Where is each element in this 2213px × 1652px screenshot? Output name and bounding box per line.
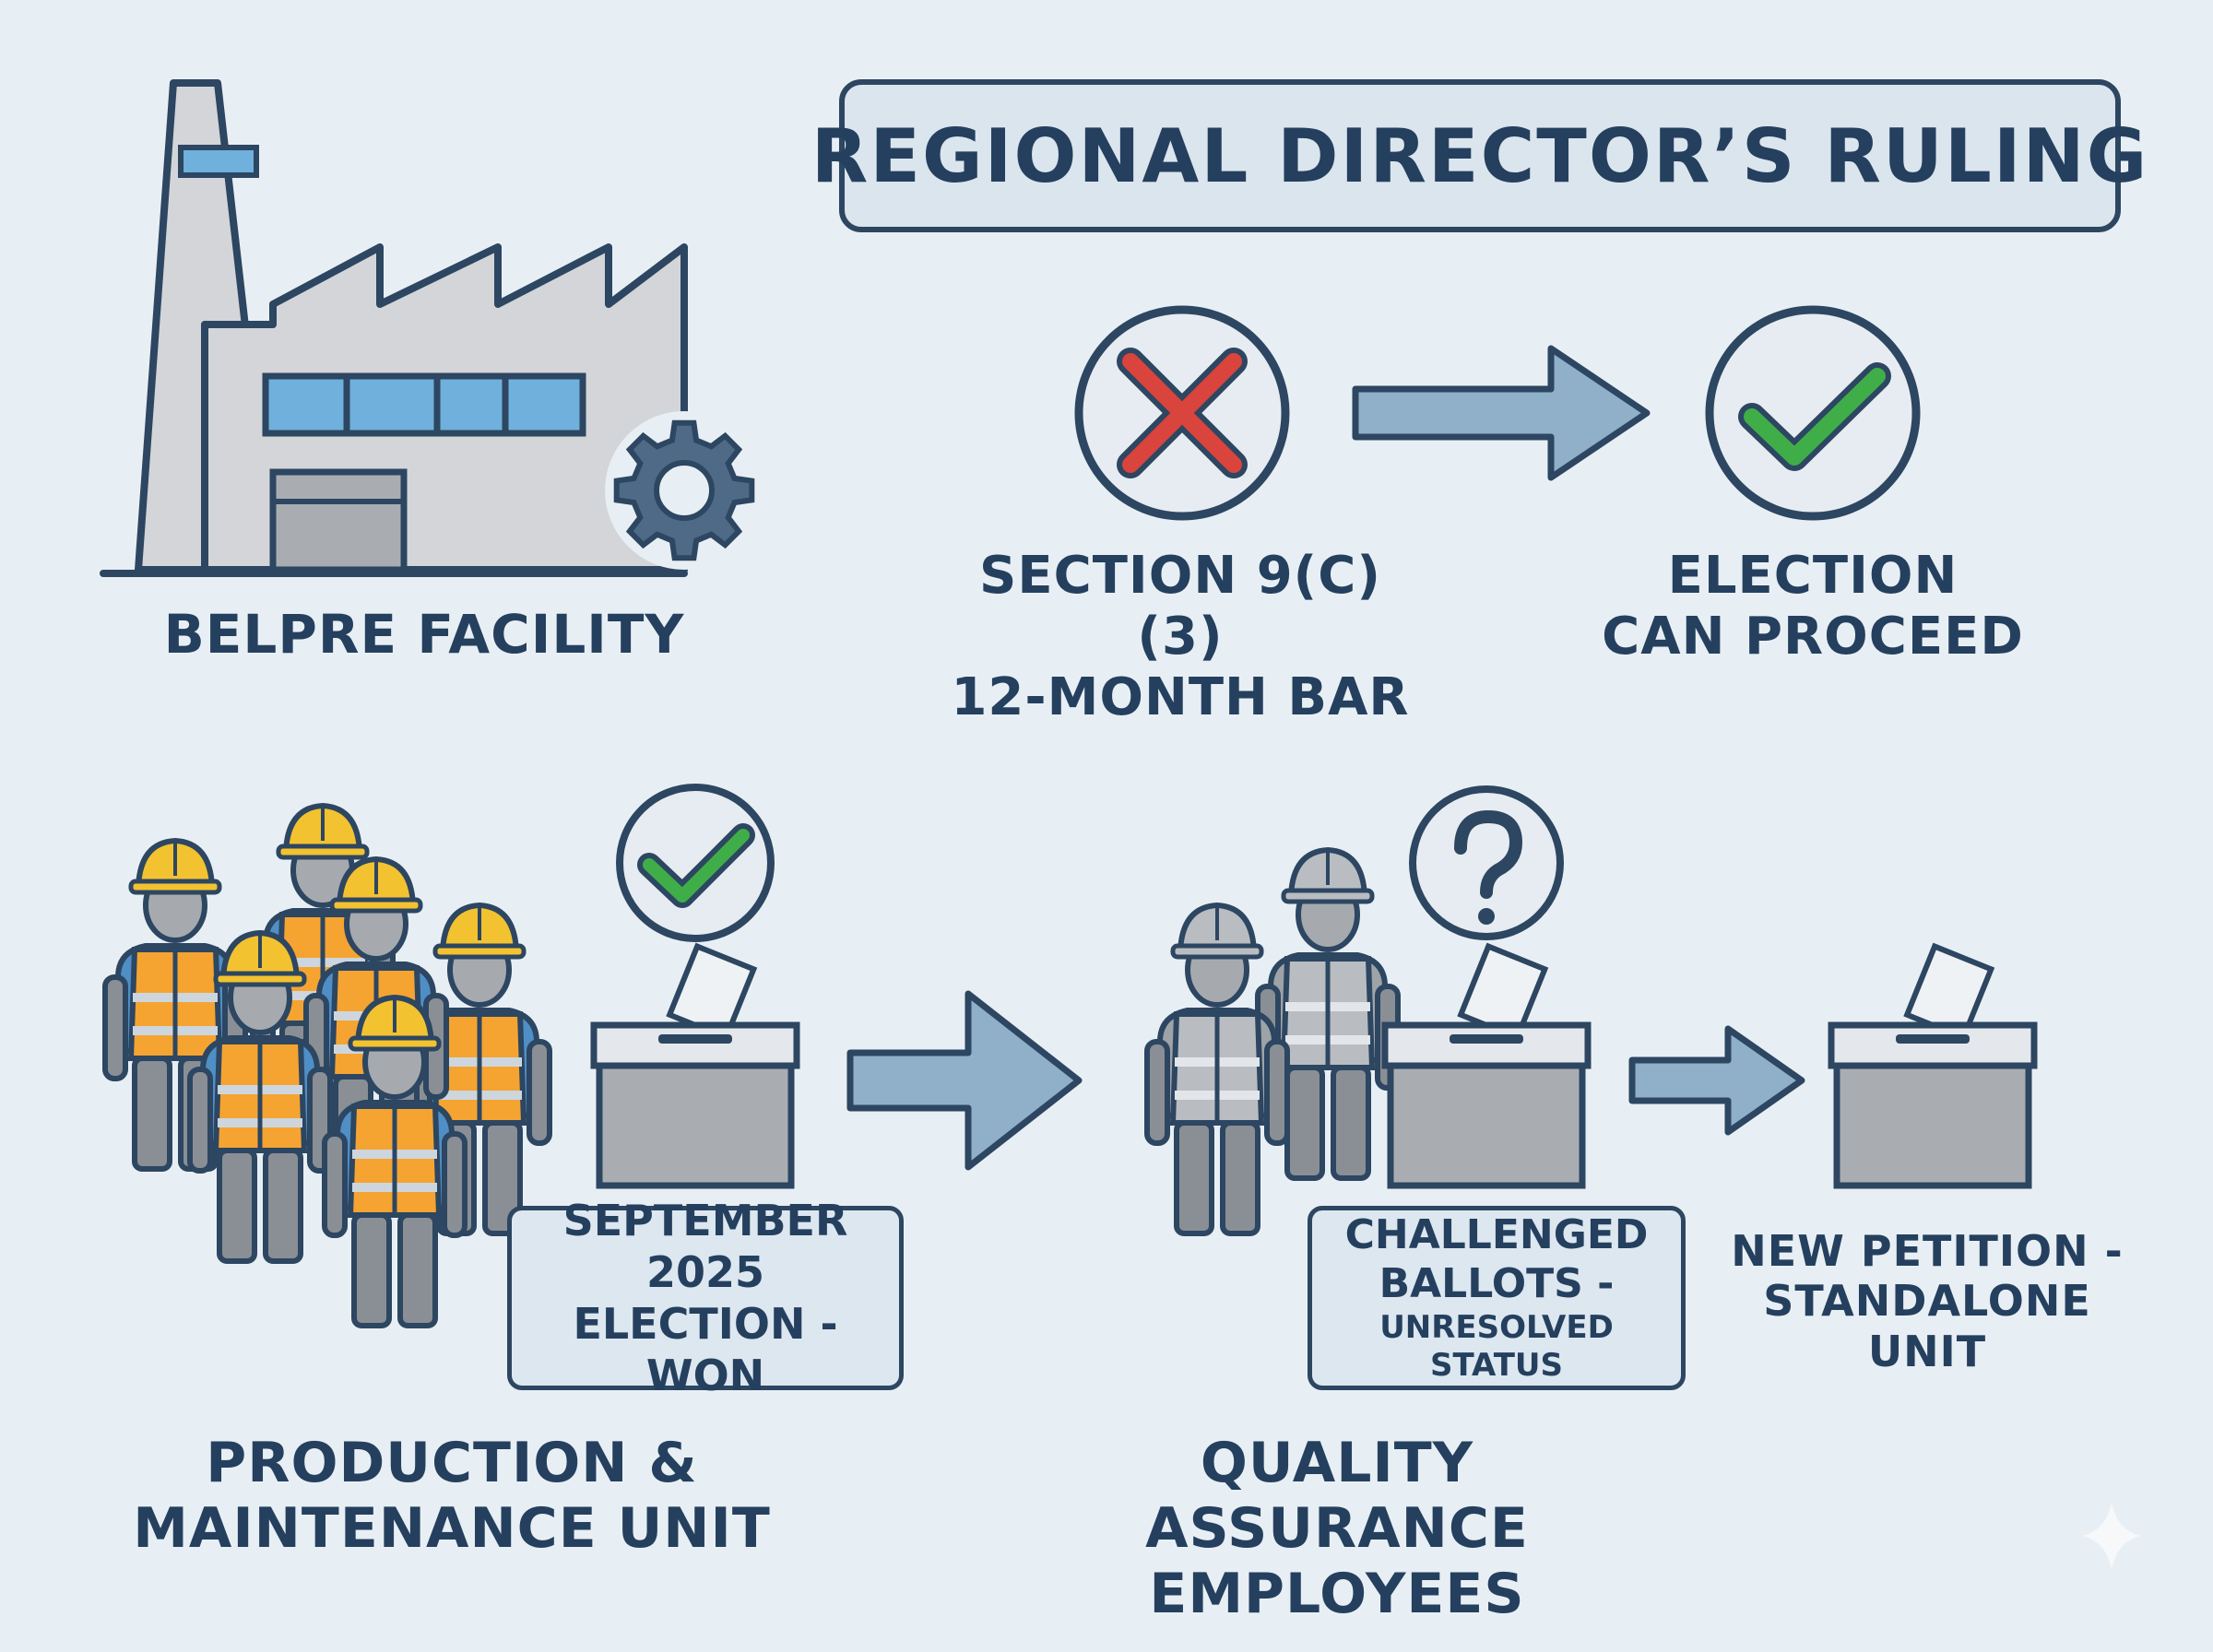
cross-icon: [1074, 305, 1290, 521]
qa-workers-icon: [1147, 850, 1398, 1233]
new-petition-line-1: NEW PETITION -: [1731, 1226, 2124, 1276]
ruling-title-box: REGIONAL DIRECTOR’S RULING: [811, 79, 2147, 232]
challenged-note-line-3: UNRESOLVED STATUS: [1379, 1309, 1614, 1384]
bar-label: SECTION 9(c)(3) 12-MONTH BAR: [950, 546, 1411, 728]
small-arrow: [1628, 1025, 1805, 1136]
bar-label-line-1: SECTION 9(c)(3): [979, 546, 1381, 667]
sparkle-icon: [2082, 1503, 2141, 1569]
election-note: SEPTEMBER 2025 ELECTION - WON: [507, 1196, 904, 1400]
production-label-line-1: PRODUCTION &: [206, 1431, 698, 1495]
ruling-title: REGIONAL DIRECTOR’S RULING: [811, 112, 2149, 199]
qa-ballot-box-icon: [1385, 947, 1588, 1186]
challenged-ballots-note: CHALLENGED BALLOTS - UNRESOLVED STATUS: [1308, 1206, 1686, 1390]
check-icon: [1705, 305, 1921, 521]
gear-icon: [605, 411, 763, 570]
outcome-label-line-2: CAN PROCEED: [1602, 607, 2024, 667]
new-petition-label: NEW PETITION - STANDALONE UNIT: [1715, 1226, 2139, 1376]
challenged-note-line-1: CHALLENGED: [1344, 1211, 1649, 1259]
new-petition-line-2: STANDALONE UNIT: [1763, 1276, 2091, 1376]
outcome-label-line-1: ELECTION: [1667, 546, 1959, 606]
production-label-line-2: MAINTENANCE UNIT: [133, 1495, 771, 1561]
bar-label-line-2: 12-MONTH BAR: [951, 667, 1410, 728]
question-icon: [1409, 785, 1564, 940]
production-unit-label: PRODUCTION & MAINTENANCE UNIT: [111, 1431, 793, 1562]
qa-unit-label: QUALITY ASSURANCE EMPLOYEES: [1033, 1431, 1641, 1626]
challenged-note-line-2: BALLOTS -: [1379, 1260, 1615, 1308]
election-note-line-2: ELECTION - WON: [573, 1299, 838, 1401]
production-workers-icon: [105, 806, 550, 1326]
production-ballot-box-icon: [594, 947, 797, 1186]
qa-label-line-1: QUALITY ASSURANCE: [1145, 1431, 1529, 1561]
qa-label-line-2: EMPLOYEES: [1149, 1561, 1525, 1626]
factory-icon: [100, 79, 688, 577]
new-petition-ballot-box-icon: [1831, 947, 2034, 1186]
election-note-line-1: SEPTEMBER 2025: [562, 1195, 848, 1297]
big-arrow: [846, 990, 1083, 1171]
outcome-label: ELECTION CAN PROCEED: [1582, 546, 2043, 667]
ruling-arrow: [1352, 345, 1651, 481]
production-check-icon: [616, 784, 775, 942]
facility-label: BELPRE FACILITY: [163, 603, 685, 666]
